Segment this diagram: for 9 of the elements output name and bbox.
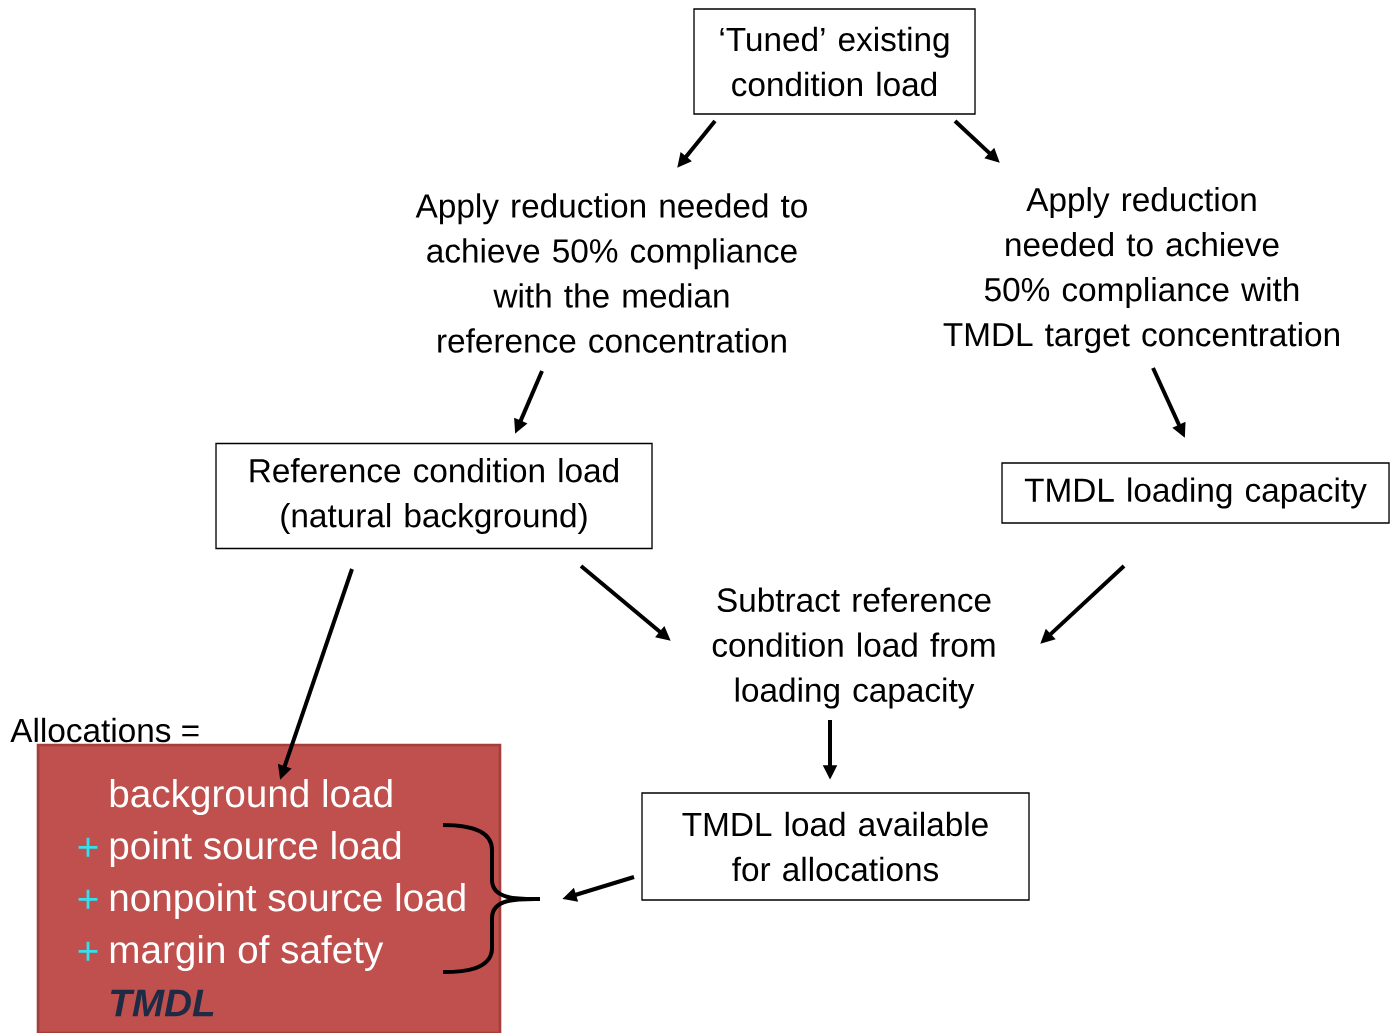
step-text: Subtract reference condition load from loading capacity xyxy=(712,587,995,709)
step-text: Apply reduction needed to achieve 50% compliance with the median reference concentration xyxy=(415,193,807,353)
allocation-box: background load + point source load + nonpoint source load + margin of safety TMDL xyxy=(36,743,502,1033)
process-box: ‘Tuned’ existing condition load xyxy=(693,8,976,115)
step-text: Apply reduction needed to achieve 50% compliance with TMDL target concentration xyxy=(943,186,1339,354)
beside-label: Allocations = xyxy=(10,717,199,743)
process-box: TMDL loading capacity xyxy=(1001,462,1390,524)
process-box: Reference condition load (natural background) xyxy=(215,442,653,550)
process-box: TMDL load available for allocations xyxy=(641,792,1030,901)
